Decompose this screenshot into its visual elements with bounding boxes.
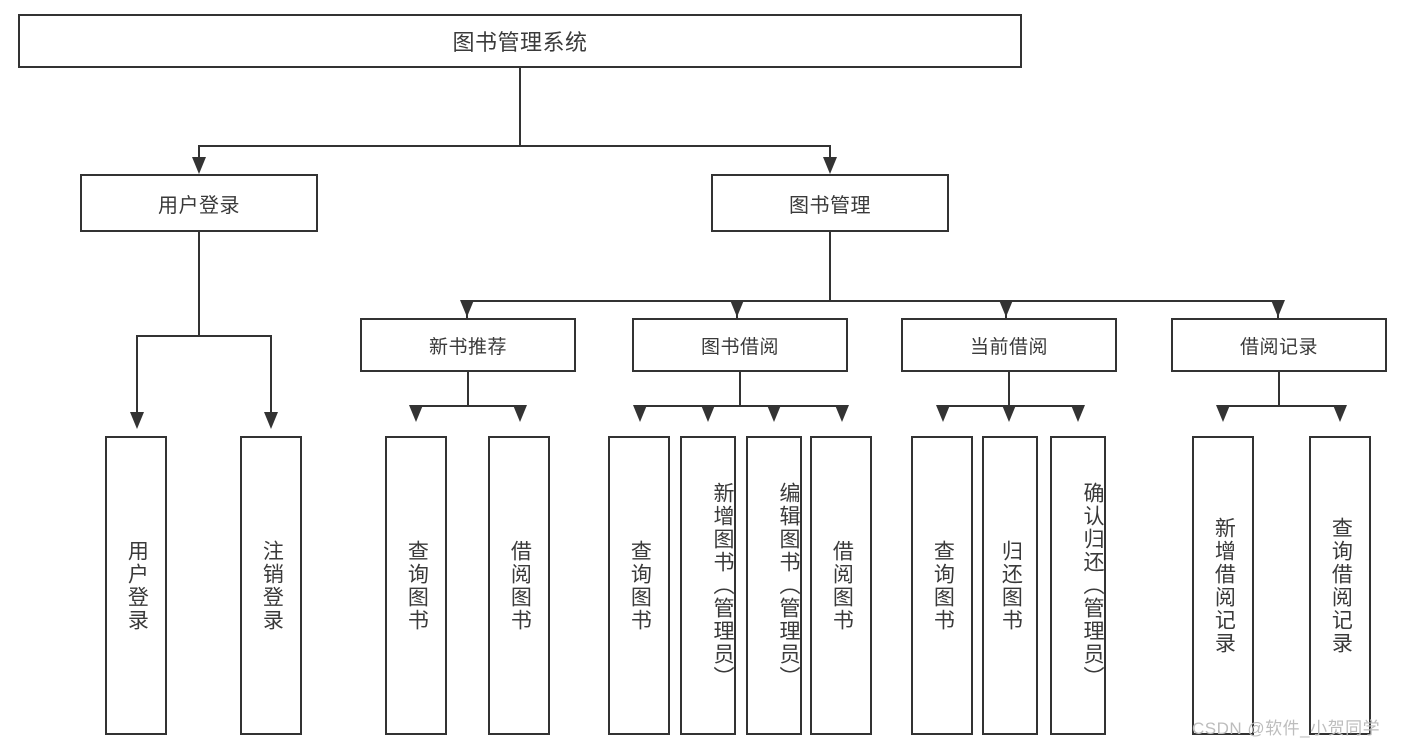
arrowhead-bm-to-borrow-record bbox=[1271, 300, 1285, 317]
node-label: 用户登录 bbox=[125, 539, 149, 632]
arrowhead-user-login-leaf-2 bbox=[264, 412, 278, 429]
node-book-management[interactable]: 图书管理 bbox=[711, 174, 949, 232]
node-label: 确认归还（管理员） bbox=[1081, 482, 1104, 689]
leaf-user-login-1[interactable]: 用户登录 bbox=[105, 436, 167, 735]
connector-root-to-user-login bbox=[198, 145, 200, 167]
arrowhead-current-borrow-leaf-2 bbox=[1002, 405, 1016, 422]
leaf-book-borrow-3[interactable]: 编辑图书（管理员） bbox=[746, 436, 802, 735]
node-current-borrow[interactable]: 当前借阅 bbox=[901, 318, 1117, 372]
arrowhead-bm-to-book-borrow bbox=[730, 300, 744, 317]
node-label: 查询图书 bbox=[628, 539, 652, 632]
node-label: 新增借阅记录 bbox=[1212, 516, 1236, 655]
arrowhead-book-borrow-leaf-1 bbox=[633, 405, 647, 422]
arrowhead-root-to-user-login bbox=[192, 157, 206, 174]
node-label: 新书推荐 bbox=[428, 336, 507, 358]
arrowhead-book-borrow-leaf-4 bbox=[835, 405, 849, 422]
node-label: 图书管理 bbox=[789, 194, 871, 217]
connector-book-borrow-stem bbox=[739, 372, 741, 406]
leaf-current-borrow-2[interactable]: 归还图书 bbox=[982, 436, 1038, 735]
node-label: 图书借阅 bbox=[700, 336, 779, 358]
node-label: 当前借阅 bbox=[969, 336, 1048, 358]
leaf-book-borrow-4[interactable]: 借阅图书 bbox=[810, 436, 872, 735]
node-label: 借阅图书 bbox=[508, 539, 532, 632]
node-label: 借阅图书 bbox=[830, 539, 854, 632]
node-label: 用户登录 bbox=[158, 194, 240, 217]
arrowhead-current-borrow-leaf-3 bbox=[1071, 405, 1085, 422]
connector-root-stem bbox=[519, 68, 521, 146]
connector-user-login-right-drop bbox=[270, 335, 272, 421]
connector-borrow-record-bus bbox=[1222, 405, 1339, 407]
connector-user-login-bus bbox=[136, 335, 272, 337]
connector-borrow-record-stem bbox=[1278, 372, 1280, 406]
node-user-login[interactable]: 用户登录 bbox=[80, 174, 318, 232]
connector-current-borrow-stem bbox=[1008, 372, 1010, 406]
connector-new-book-stem bbox=[467, 372, 469, 406]
node-label: 编辑图书（管理员） bbox=[777, 482, 800, 689]
connector-book-management-stem bbox=[829, 232, 831, 302]
node-book-borrow[interactable]: 图书借阅 bbox=[632, 318, 848, 372]
arrowhead-book-borrow-leaf-2 bbox=[701, 405, 715, 422]
leaf-borrow-record-2[interactable]: 查询借阅记录 bbox=[1309, 436, 1371, 735]
arrowhead-bm-to-current-borrow bbox=[999, 300, 1013, 317]
node-label: 查询图书 bbox=[405, 539, 429, 632]
node-borrow-record[interactable]: 借阅记录 bbox=[1171, 318, 1387, 372]
connector-user-login-left-drop bbox=[136, 335, 138, 421]
arrowhead-current-borrow-leaf-1 bbox=[936, 405, 950, 422]
connector-root-to-book-management bbox=[829, 145, 831, 167]
arrowhead-new-book-leaf-1 bbox=[409, 405, 423, 422]
leaf-new-book-1[interactable]: 查询图书 bbox=[385, 436, 447, 735]
csdn-watermark: CSDN @软件_小贺同学 bbox=[1192, 719, 1381, 738]
node-label: 归还图书 bbox=[999, 539, 1023, 632]
arrowhead-new-book-leaf-2 bbox=[513, 405, 527, 422]
node-label: 图书管理系统 bbox=[452, 30, 588, 55]
connector-new-book-bus bbox=[415, 405, 519, 407]
arrowhead-borrow-record-leaf-2 bbox=[1333, 405, 1347, 422]
arrowhead-user-login-leaf-1 bbox=[130, 412, 144, 429]
leaf-borrow-record-1[interactable]: 新增借阅记录 bbox=[1192, 436, 1254, 735]
node-label: 查询借阅记录 bbox=[1329, 516, 1353, 655]
node-label: 新增图书（管理员） bbox=[711, 482, 734, 689]
node-label: 查询图书 bbox=[931, 539, 955, 632]
arrowhead-borrow-record-leaf-1 bbox=[1216, 405, 1230, 422]
leaf-new-book-2[interactable]: 借阅图书 bbox=[488, 436, 550, 735]
node-label: 借阅记录 bbox=[1239, 336, 1318, 358]
arrowhead-bm-to-new-book bbox=[460, 300, 474, 317]
leaf-current-borrow-3[interactable]: 确认归还（管理员） bbox=[1050, 436, 1106, 735]
arrowhead-root-to-book-management bbox=[823, 157, 837, 174]
node-new-book-recommend[interactable]: 新书推荐 bbox=[360, 318, 576, 372]
connector-book-borrow-bus bbox=[639, 405, 841, 407]
node-root-book-management-system[interactable]: 图书管理系统 bbox=[18, 14, 1022, 68]
connector-book-management-bus bbox=[466, 300, 1278, 302]
leaf-current-borrow-1[interactable]: 查询图书 bbox=[911, 436, 973, 735]
leaf-book-borrow-2[interactable]: 新增图书（管理员） bbox=[680, 436, 736, 735]
connector-root-bus bbox=[198, 145, 830, 147]
leaf-user-login-2[interactable]: 注销登录 bbox=[240, 436, 302, 735]
connector-user-login-stem bbox=[198, 232, 200, 336]
arrowhead-book-borrow-leaf-3 bbox=[767, 405, 781, 422]
leaf-book-borrow-1[interactable]: 查询图书 bbox=[608, 436, 670, 735]
node-label: 注销登录 bbox=[260, 539, 284, 632]
